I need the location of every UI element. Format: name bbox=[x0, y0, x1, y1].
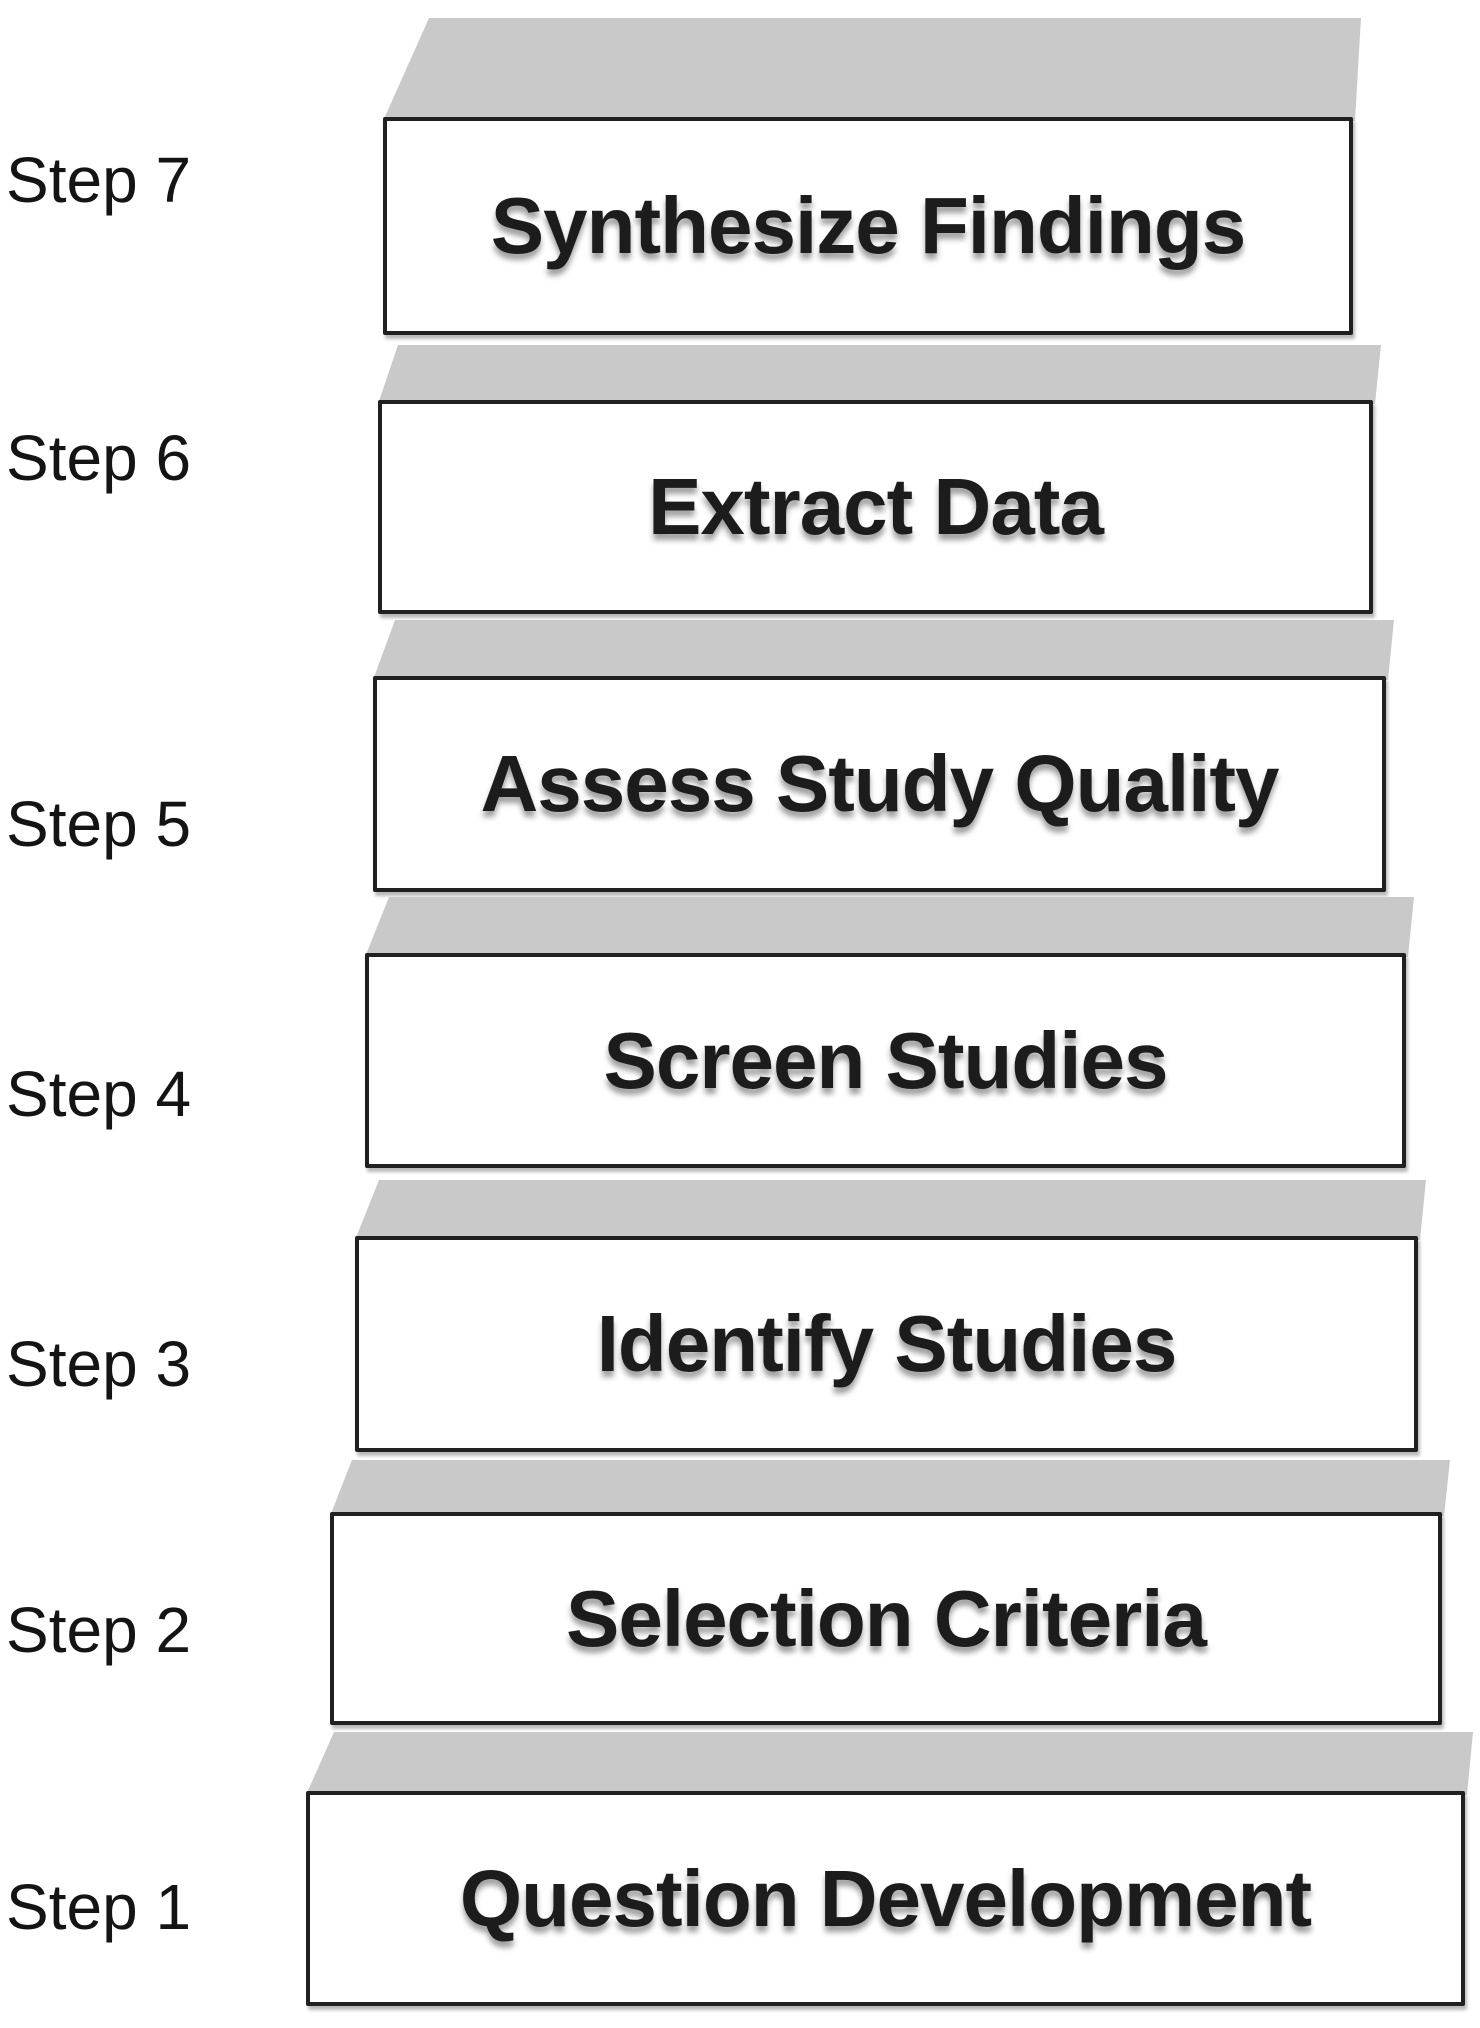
step-top-face bbox=[306, 1732, 1473, 1795]
step-box-label: Question Development bbox=[459, 1853, 1312, 1943]
step-top-face bbox=[383, 18, 1361, 121]
step-box-label: Assess Study Quality bbox=[480, 739, 1279, 828]
step-number-label: Step 4 bbox=[6, 1058, 192, 1130]
step-box: Synthesize Findings bbox=[383, 117, 1353, 335]
step-number-label: Step 5 bbox=[6, 788, 192, 860]
step-box: Assess Study Quality bbox=[373, 676, 1386, 892]
step-box: Screen Studies bbox=[365, 953, 1406, 1168]
step-box-label: Screen Studies bbox=[603, 1015, 1168, 1105]
step-box-label: Identify Studies bbox=[596, 1299, 1178, 1388]
step-box: Identify Studies bbox=[355, 1236, 1418, 1452]
step-top-face bbox=[378, 345, 1381, 404]
step-top-face bbox=[330, 1460, 1450, 1516]
step-box: Selection Criteria bbox=[330, 1512, 1442, 1725]
step-box-label: Extract Data bbox=[648, 462, 1104, 551]
step-number-label: Step 7 bbox=[6, 144, 192, 216]
step-box-label: Selection Criteria bbox=[565, 1573, 1207, 1663]
step-number-label: Step 1 bbox=[6, 1871, 192, 1943]
step-top-face bbox=[355, 1180, 1426, 1240]
step-box: Question Development bbox=[306, 1791, 1465, 2006]
step-top-face bbox=[373, 620, 1394, 680]
step-box-label: Synthesize Findings bbox=[490, 181, 1246, 270]
step-number-label: Step 3 bbox=[6, 1328, 192, 1400]
step-top-face bbox=[365, 897, 1414, 957]
step-number-label: Step 6 bbox=[6, 422, 192, 494]
step-box: Extract Data bbox=[378, 400, 1373, 614]
step-number-label: Step 2 bbox=[6, 1594, 192, 1666]
